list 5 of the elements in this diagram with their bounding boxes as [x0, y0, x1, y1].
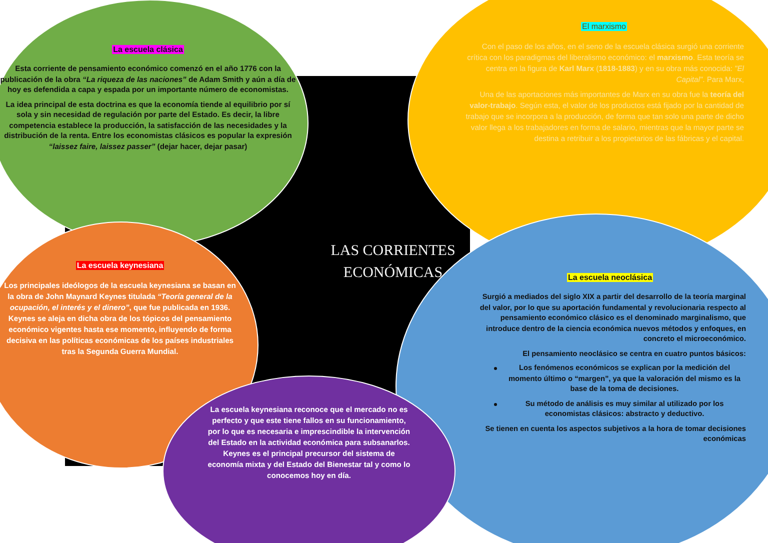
section-heading: La escuela neoclásica — [566, 273, 654, 282]
title-text: LAS CORRIENTES ECONÓMICAS — [330, 242, 456, 283]
section-heading: El marxismo — [580, 22, 627, 31]
section-heading: La escuela clásica — [112, 45, 184, 54]
section-heading: La escuela keynesiana — [76, 261, 164, 270]
